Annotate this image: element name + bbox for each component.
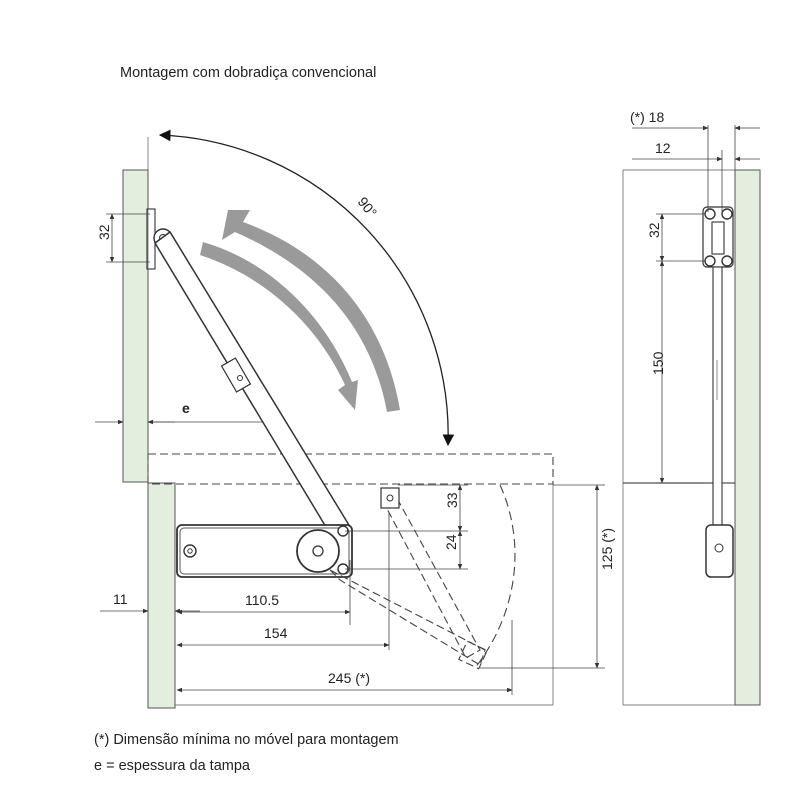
dim-154: 154	[264, 625, 288, 641]
close-motion-arrow	[200, 242, 358, 410]
dim-e: e	[182, 400, 190, 416]
dim-245: 245 (*)	[328, 670, 370, 686]
note-e-definition: e = espessura da tampa	[94, 758, 251, 774]
angle-label: 90°	[355, 194, 381, 221]
dim-110-5: 110.5	[245, 592, 279, 608]
right-side-panel	[734, 169, 761, 706]
dim-11: 11	[113, 591, 128, 607]
dim-12: 12	[655, 140, 671, 156]
cabinet-side-lower	[147, 482, 176, 709]
door-closed-outline	[147, 453, 554, 485]
note-minimum-dimension: (*) Dimensão mínima no móvel para montag…	[94, 732, 399, 748]
right-stay-rod	[712, 266, 723, 533]
dim-32-right: 32	[646, 222, 662, 238]
lid-closed-arc	[474, 484, 516, 669]
left-view: 90° 32	[95, 129, 615, 709]
cabinet-side-upper	[122, 169, 149, 483]
dim-33: 33	[444, 492, 460, 508]
open-motion-arrow	[222, 210, 400, 412]
diagram-title: Montagem com dobradiça convencional	[120, 65, 376, 81]
dim-125: 125 (*)	[599, 528, 615, 570]
dim-24: 24	[443, 534, 459, 550]
swing-arc	[158, 129, 455, 447]
right-view: (*) 18 12 32 150	[622, 109, 761, 706]
dim-32-left: 32	[96, 224, 112, 240]
dim-18: (*) 18	[630, 109, 664, 125]
dim-150: 150	[650, 351, 666, 375]
